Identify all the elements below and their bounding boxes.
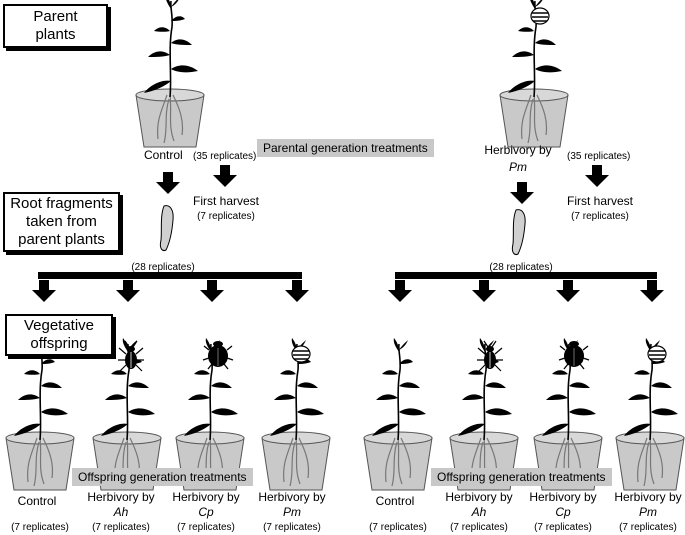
down-arrow-icon — [640, 280, 664, 302]
offspring-cp-code: Cp — [555, 505, 571, 519]
larva-icon — [647, 345, 667, 363]
offspring-replicates: (7 replicates) — [92, 522, 150, 533]
root-fragment-icon — [511, 209, 526, 256]
offspring-treatments-label-right: Offspring generation treatments — [431, 468, 612, 486]
fragments-right-replicates: (28 replicates) — [489, 262, 553, 273]
offspring-control-label: Control — [17, 494, 57, 508]
parental-treatments-label: Parental generation treatments — [257, 139, 434, 157]
down-arrow-icon — [388, 280, 412, 302]
offspring-replicates: (7 replicates) — [450, 522, 508, 533]
down-arrow-icon — [200, 280, 224, 302]
beetle-icon — [117, 340, 145, 372]
offspring-cp-label: Herbivory by — [529, 490, 597, 504]
offspring-plant-icon — [615, 337, 685, 491]
offspring-pm-label: Herbivory by — [258, 490, 326, 504]
branch-bar-right — [395, 272, 657, 279]
parent-control-plant-icon — [135, 0, 205, 148]
branch-bar-left — [38, 272, 302, 279]
first-harvest-left-replicates: (7 replicates) — [197, 211, 255, 222]
down-arrow-icon — [285, 280, 309, 302]
parent-plants-box: Parent plants — [3, 4, 108, 48]
larva-icon — [530, 7, 550, 25]
root-fragments-box: Root fragments taken from parent plants — [3, 192, 120, 252]
larva-icon — [291, 345, 311, 363]
parent-pm-label-line2: Pm — [509, 160, 527, 174]
offspring-replicates: (7 replicates) — [263, 522, 321, 533]
parent-control-replicates: (35 replicates) — [193, 151, 257, 162]
down-arrow-icon — [585, 165, 609, 187]
offspring-ah-code: Ah — [113, 505, 129, 519]
offspring-cp-label: Herbivory by — [172, 490, 240, 504]
parent-pm-replicates: (35 replicates) — [567, 151, 631, 162]
vegetative-offspring-box: Vegetative offspring — [5, 314, 113, 356]
first-harvest-right-replicates: (7 replicates) — [571, 211, 629, 222]
down-arrow-icon — [472, 280, 496, 302]
offspring-treatments-label-left: Offspring generation treatments — [72, 468, 253, 486]
offspring-pm-label: Herbivory by — [614, 490, 682, 504]
down-arrow-icon — [510, 182, 534, 204]
offspring-cp-code: Cp — [198, 505, 214, 519]
first-harvest-right: First harvest — [566, 194, 634, 208]
offspring-pm-code: Pm — [283, 505, 301, 519]
chafer-beetle-icon — [558, 340, 590, 370]
first-harvest-left: First harvest — [192, 194, 260, 208]
offspring-replicates: (7 replicates) — [619, 522, 677, 533]
offspring-replicates: (7 replicates) — [11, 522, 69, 533]
offspring-replicates: (7 replicates) — [369, 522, 427, 533]
down-arrow-icon — [213, 165, 237, 187]
offspring-pm-code: Pm — [639, 505, 657, 519]
root-fragment-icon — [159, 205, 174, 252]
offspring-ah-code: Ah — [471, 505, 487, 519]
offspring-replicates: (7 replicates) — [534, 522, 592, 533]
down-arrow-icon — [156, 172, 180, 194]
parent-pm-label-line1: Herbivory by — [484, 143, 552, 157]
down-arrow-icon — [32, 280, 56, 302]
down-arrow-icon — [556, 280, 580, 302]
offspring-replicates: (7 replicates) — [177, 522, 235, 533]
down-arrow-icon — [116, 280, 140, 302]
offspring-ah-label: Herbivory by — [87, 490, 155, 504]
offspring-plant-icon — [363, 337, 433, 491]
offspring-ah-label: Herbivory by — [445, 490, 513, 504]
offspring-plant-icon — [5, 337, 75, 491]
fragments-left-replicates: (28 replicates) — [131, 262, 195, 273]
offspring-control-label: Control — [375, 494, 415, 508]
parent-control-label: Control — [144, 148, 183, 162]
